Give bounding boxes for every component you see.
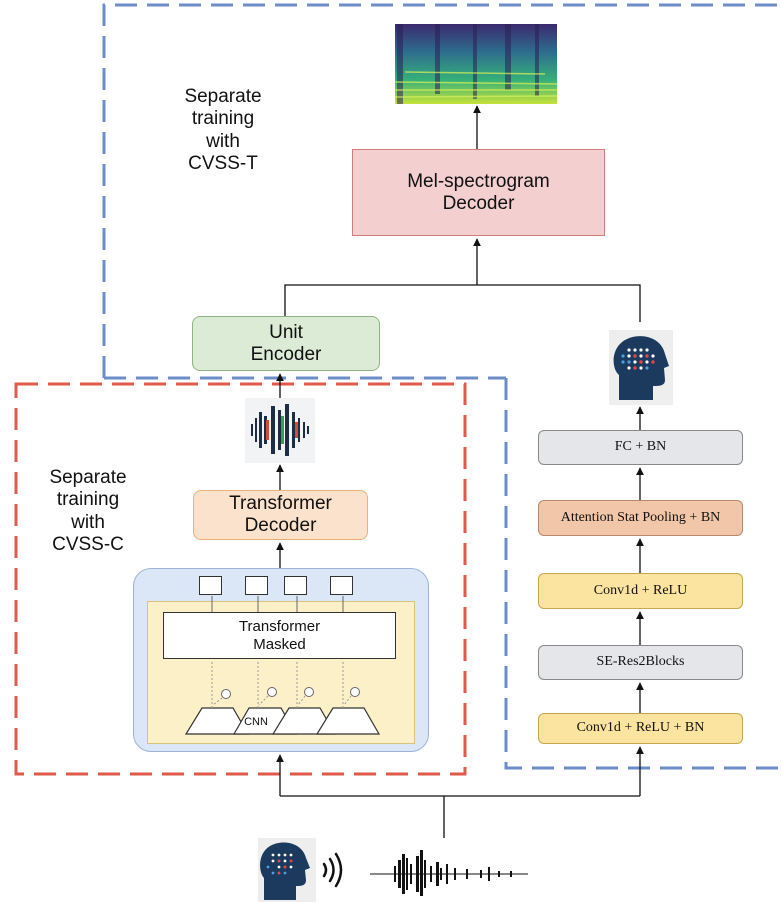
unit-encoder-box: Unit Encoder — [192, 316, 380, 371]
arrow-merge-to-decoder — [284, 284, 641, 322]
transformer-decoder-box: Transformer Decoder — [193, 490, 368, 540]
cvss-t-label: Separate training with CVSS-T — [184, 86, 262, 175]
speaker-speech-icon — [258, 838, 343, 902]
transformer-masked-box: Transformer Masked — [163, 612, 396, 659]
fc-bn-box: FC + BN — [538, 430, 743, 465]
conv1d-relu-label: Conv1d + ReLU — [593, 582, 688, 598]
output-token-3 — [284, 576, 307, 595]
attention-stat-pooling-box: Attention Stat Pooling + BN — [538, 500, 743, 536]
attention-stat-pooling-label: Attention Stat Pooling + BN — [560, 509, 721, 525]
cvss-c-label: Separate training with CVSS-C — [49, 467, 127, 556]
transformer-decoder-label: Transformer Decoder — [229, 493, 332, 536]
unit-tokens-icon — [245, 398, 315, 463]
mel-spectrogram-decoder-box: Mel-spectrogram Decoder — [352, 149, 605, 236]
conv1d-relu-bn-box: Conv1d + ReLU + BN — [538, 713, 743, 744]
se-res2blocks-label: SE-Res2Blocks — [596, 654, 685, 670]
output-token-2 — [245, 576, 268, 595]
output-token-4 — [330, 576, 353, 595]
spectrogram-icon — [395, 24, 557, 104]
conv1d-relu-box: Conv1d + ReLU — [538, 573, 743, 609]
mask-circle-1 — [221, 689, 231, 699]
head-speaker-icon — [609, 330, 673, 405]
mel-decoder-label: Mel-spectrogram Decoder — [407, 170, 550, 214]
conv1d-relu-bn-label: Conv1d + ReLU + BN — [576, 720, 705, 736]
cnn-label: CNN — [244, 716, 268, 728]
fc-bn-label: FC + BN — [614, 439, 667, 455]
output-token-1 — [199, 576, 222, 595]
speaker-region-border — [504, 378, 781, 770]
cvss-c-region-border — [14, 382, 467, 776]
transformer-masked-label: Transformer Masked — [238, 618, 321, 653]
se-res2blocks-box: SE-Res2Blocks — [538, 645, 743, 680]
mask-circle-4 — [350, 687, 360, 697]
cvss-t-region-border — [102, 3, 781, 378]
unit-encoder-label: Unit Encoder — [250, 321, 322, 365]
mask-circle-3 — [304, 687, 314, 697]
mask-circle-2 — [267, 687, 277, 697]
waveform-icon — [370, 850, 528, 896]
cnn-trapezoid-4 — [315, 707, 381, 735]
